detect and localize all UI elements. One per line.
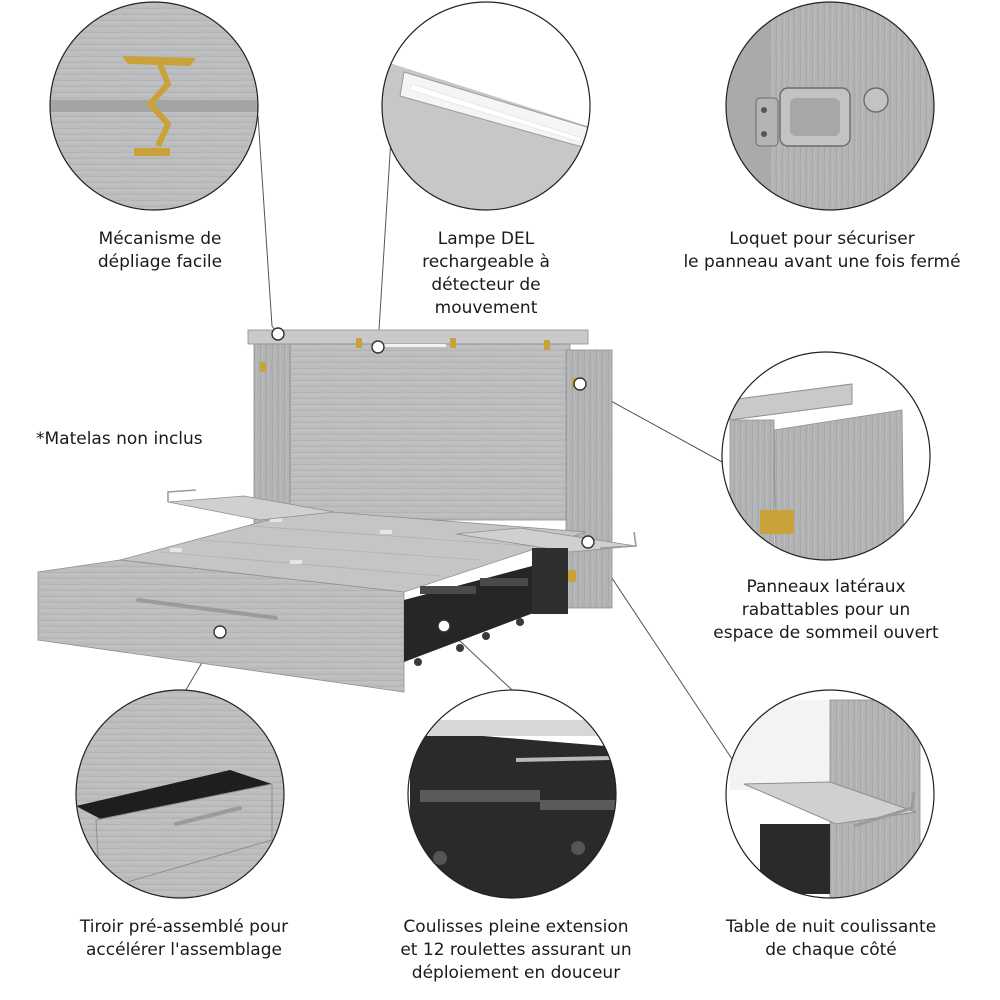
caption-table: Table de nuit coulissante de chaque côté bbox=[725, 917, 937, 960]
caption-mecanisme: Mécanisme de dépliage facile bbox=[97, 229, 223, 272]
slide-mechanism bbox=[404, 566, 536, 662]
detail-slides bbox=[407, 689, 617, 899]
cabinet-right-panel bbox=[565, 349, 613, 609]
hinge-icon bbox=[260, 362, 266, 372]
caption-panneaux: Panneaux latéraux rabattables pour un es… bbox=[713, 577, 939, 643]
detail-mechanism bbox=[49, 1, 259, 211]
led-strip bbox=[376, 344, 446, 347]
drawer-handle bbox=[136, 598, 278, 620]
caster-icon bbox=[482, 632, 490, 640]
caption-loquet: Loquet pour sécuriser le panneau avant u… bbox=[683, 229, 961, 272]
caption-tiroir: Tiroir pré-assemblé pour accélérer l'ass… bbox=[79, 917, 289, 960]
mattress-note: *Matelas non inclus bbox=[36, 429, 203, 449]
cabinet-back bbox=[289, 343, 571, 521]
caption-lampe: Lampe DEL rechargeable à détecteur de mo… bbox=[422, 229, 550, 318]
caster-icon bbox=[516, 618, 524, 626]
callout-dots bbox=[213, 327, 595, 639]
caster-icon bbox=[414, 658, 422, 666]
hinge-icon bbox=[356, 338, 362, 348]
detail-nightstand bbox=[725, 689, 935, 899]
caster-icon bbox=[456, 644, 464, 652]
hinge-icon bbox=[544, 340, 550, 350]
caption-coulisses: Coulisses pleine extension et 12 roulett… bbox=[400, 917, 632, 983]
detail-drawer bbox=[75, 689, 285, 899]
hinge-icon bbox=[450, 338, 456, 348]
detail-side-panels bbox=[721, 351, 931, 561]
hinge-icon bbox=[568, 570, 576, 582]
left-nightstand-tray bbox=[167, 495, 335, 521]
detail-latch bbox=[725, 1, 935, 211]
detail-led bbox=[381, 1, 591, 211]
cabinet-top bbox=[247, 329, 589, 345]
cabinet-bed bbox=[37, 329, 637, 693]
